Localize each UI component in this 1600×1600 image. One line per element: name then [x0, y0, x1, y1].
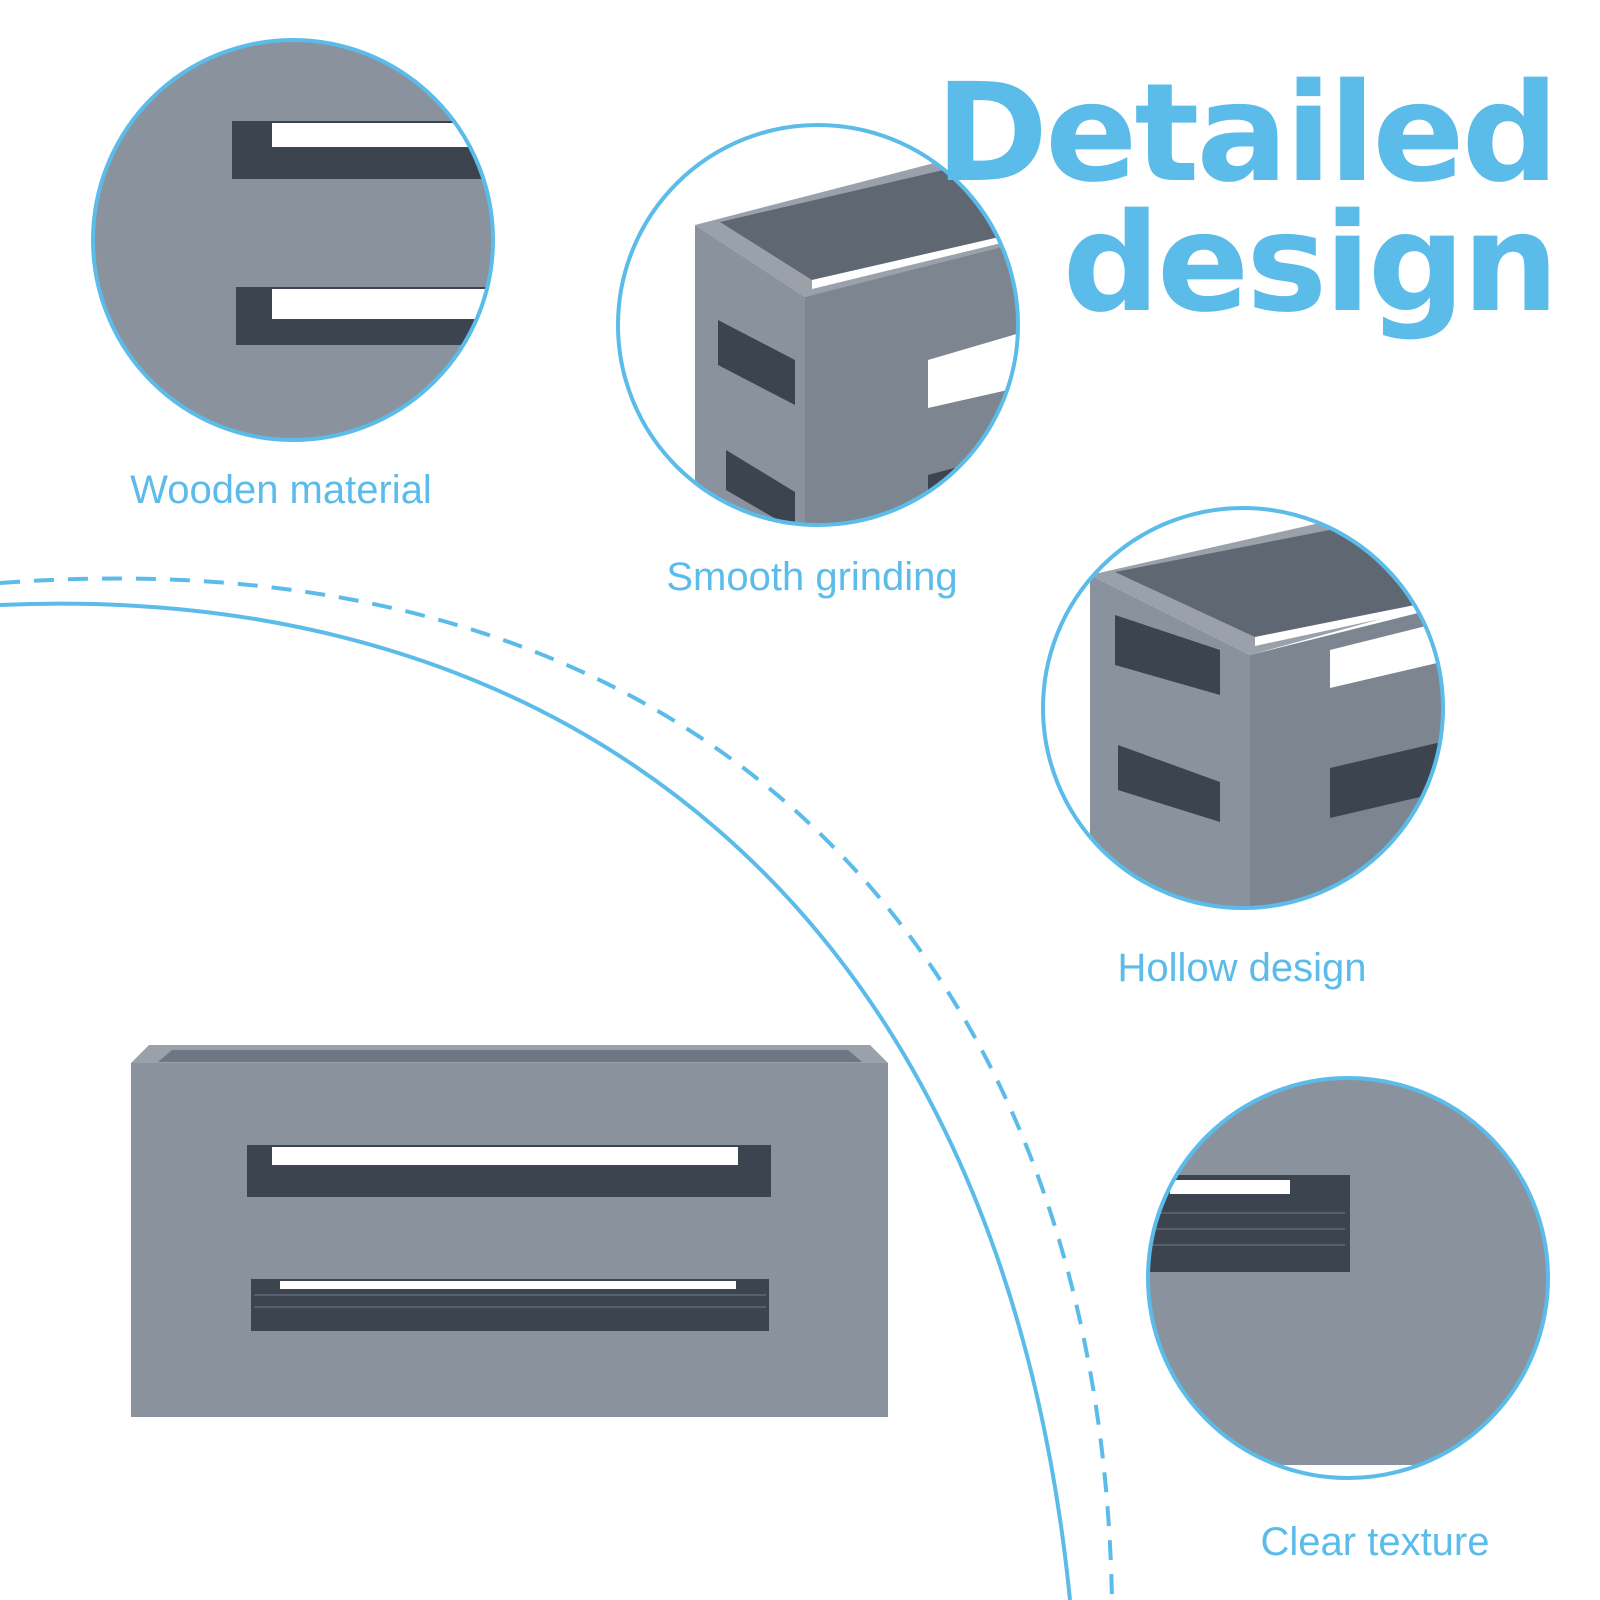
feature-label-clear-texture: Clear texture: [1260, 1520, 1490, 1564]
feature-label-smooth-grinding: Smooth grinding: [666, 555, 958, 599]
slot-closeup-icon: [91, 38, 495, 442]
hollow-corner-closeup-icon: [1041, 506, 1445, 910]
headline-line-2: design: [1062, 185, 1559, 343]
dashed-arc-decoration: [0, 576, 1114, 1600]
crate-product-image: [131, 1045, 888, 1417]
corner-closeup-icon: [616, 123, 1020, 527]
feature-label-wooden-material: Wooden material: [130, 468, 432, 512]
solid-arc-decoration: [0, 601, 1072, 1600]
headline-line-1: Detailed: [935, 55, 1559, 213]
feature-label-hollow-design: Hollow design: [1117, 946, 1367, 990]
texture-closeup-icon: [1146, 1076, 1550, 1480]
